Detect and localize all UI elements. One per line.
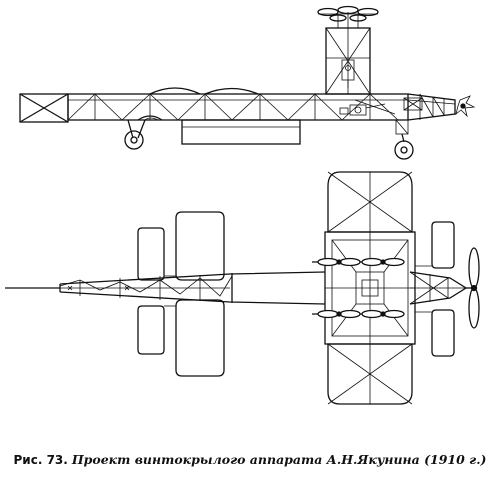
figure-caption: Рис. 73. Проект винтокрылого аппарата А.… (0, 452, 500, 467)
caption-title: Проект винтокрылого аппарата А.Н.Якунина… (71, 452, 487, 467)
top-rear-stabilizers (415, 221, 455, 357)
top-central-frame (324, 231, 416, 345)
side-landing-gear-rear (394, 119, 414, 160)
top-tail-propeller (466, 247, 480, 329)
side-tail (403, 93, 476, 121)
top-fuselage (5, 271, 326, 305)
top-view (5, 171, 480, 405)
side-gondola (181, 119, 301, 145)
top-lift-rotors (312, 257, 405, 319)
side-rotor-tower (325, 27, 371, 95)
top-tail-cone (409, 271, 468, 305)
top-front-planes (137, 211, 225, 377)
caption-label: Рис. 73. (13, 453, 68, 467)
side-landing-gear-front (124, 117, 159, 150)
side-engine (339, 99, 396, 116)
side-front-box (19, 93, 69, 123)
side-view (19, 5, 476, 160)
side-rotors (317, 5, 379, 28)
